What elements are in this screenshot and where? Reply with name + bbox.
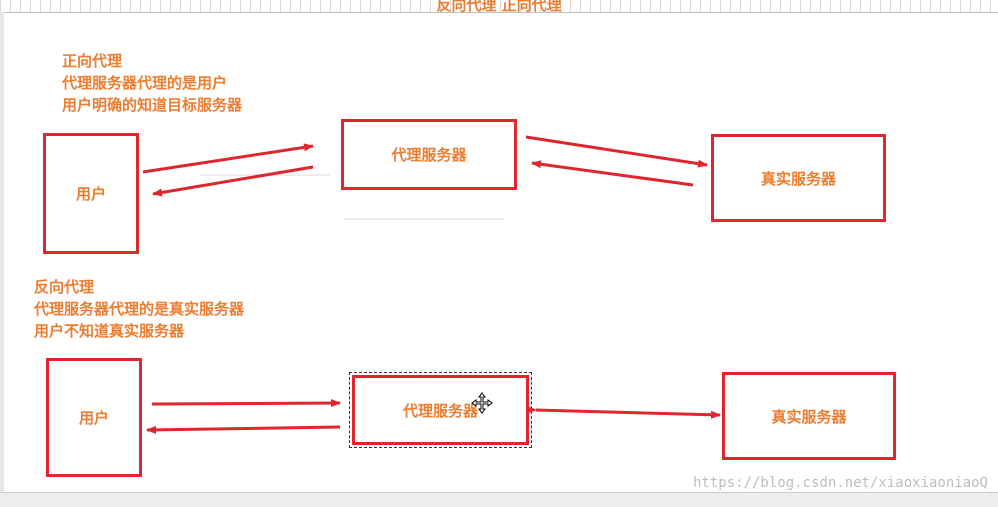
forward-server-label: 真实服务器 [760, 169, 836, 188]
forward-note-line: 代理服务器代理的是用户 [62, 74, 228, 92]
forward-user-label: 用户 [75, 185, 106, 203]
reverse-proxy-to-user-arrow [146, 425, 341, 434]
reverse-user-to-proxy-arrow [151, 399, 341, 408]
reverse-proxy-box[interactable]: 代理服务器 [349, 372, 532, 448]
forward-note-line: 用户明确的知道目标服务器 [62, 96, 243, 114]
forward-server-box[interactable]: 真实服务器 [711, 134, 886, 222]
bottom-strip [0, 492, 998, 507]
reverse-note-line: 代理服务器代理的是真实服务器 [34, 300, 245, 318]
reverse-server-box[interactable]: 真实服务器 [722, 372, 896, 460]
move-cursor-icon [471, 392, 493, 414]
page-title: 反向代理 正向代理 [436, 0, 562, 14]
left-margin-strip [0, 12, 4, 492]
forward-server-to-proxy-arrow [531, 160, 694, 187]
forward-note-heading: 正向代理 [62, 52, 123, 70]
reverse-server-label: 真实服务器 [771, 407, 847, 426]
top-ruler [0, 0, 998, 13]
forward-proxy-box[interactable]: 代理服务器 [341, 119, 517, 190]
reverse-user-label: 用户 [78, 409, 109, 427]
reverse-note-line: 用户不知道真实服务器 [34, 322, 185, 340]
reverse-proxy-notes: 反向代理 代理服务器代理的是真实服务器 用户不知道真实服务器 [34, 276, 244, 342]
forward-proxy-notes: 正向代理 代理服务器代理的是用户 用户明确的知道目标服务器 [62, 50, 242, 116]
reverse-proxy-label: 代理服务器 [402, 401, 478, 420]
reverse-user-box[interactable]: 用户 [46, 358, 142, 477]
forward-user-box[interactable]: 用户 [43, 133, 139, 254]
reverse-note-heading: 反向代理 [34, 278, 95, 296]
forward-proxy-to-user-arrow [152, 165, 314, 197]
reverse-proxy-server-bidirectional-arrow [526, 405, 721, 419]
forward-proxy-label: 代理服务器 [391, 146, 467, 164]
faint-line [345, 218, 505, 220]
watermark-text: https://blog.csdn.net/xiaoxiaoniaoQ [692, 475, 988, 491]
forward-proxy-to-server-arrow [525, 135, 708, 168]
forward-user-to-proxy-arrow [142, 143, 314, 174]
